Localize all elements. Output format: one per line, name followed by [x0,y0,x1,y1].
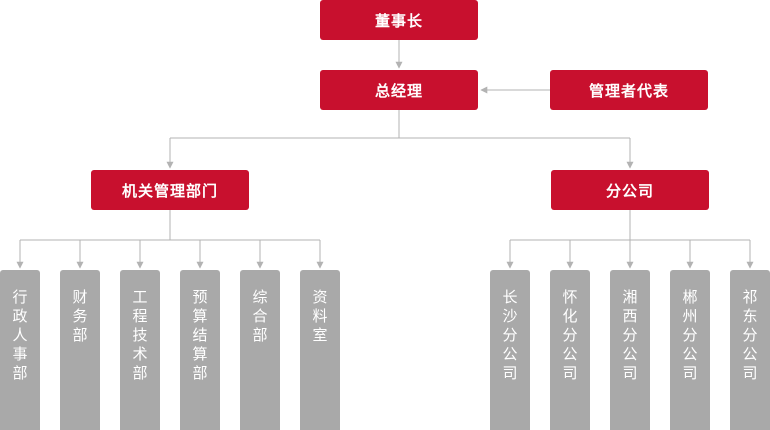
hq-dept-1: 财务部 [60,270,100,430]
hq-dept-label: 行政人事部 [12,288,28,382]
hq-dept-2: 工程技术部 [120,270,160,430]
branch-office-4: 祁东分公司 [730,270,770,430]
hq-dept-label: 工程技术部 [132,288,148,382]
branch-office-3: 郴州分公司 [670,270,710,430]
hq-dept-box: 机关管理部门 [91,170,249,210]
branch-office-label: 祁东分公司 [742,288,758,382]
hq-dept-label: 综合部 [252,288,268,344]
branch-office-label: 怀化分公司 [562,288,578,382]
branch-office-label: 郴州分公司 [682,288,698,382]
management-rep-box: 管理者代表 [550,70,708,110]
hq-dept-4: 综合部 [240,270,280,430]
hq-dept-label: 财务部 [72,288,88,344]
branch-office-0: 长沙分公司 [490,270,530,430]
chairman-box: 董事长 [320,0,478,40]
branches-box: 分公司 [551,170,709,210]
hq-dept-label: 预算结算部 [192,288,208,382]
general-manager-box: 总经理 [320,70,478,110]
hq-dept-0: 行政人事部 [0,270,40,430]
branch-office-2: 湘西分公司 [610,270,650,430]
branch-office-1: 怀化分公司 [550,270,590,430]
branch-office-label: 湘西分公司 [622,288,638,382]
hq-dept-5: 资料室 [300,270,340,430]
branch-office-label: 长沙分公司 [502,288,518,382]
hq-dept-3: 预算结算部 [180,270,220,430]
hq-dept-label: 资料室 [312,288,328,344]
